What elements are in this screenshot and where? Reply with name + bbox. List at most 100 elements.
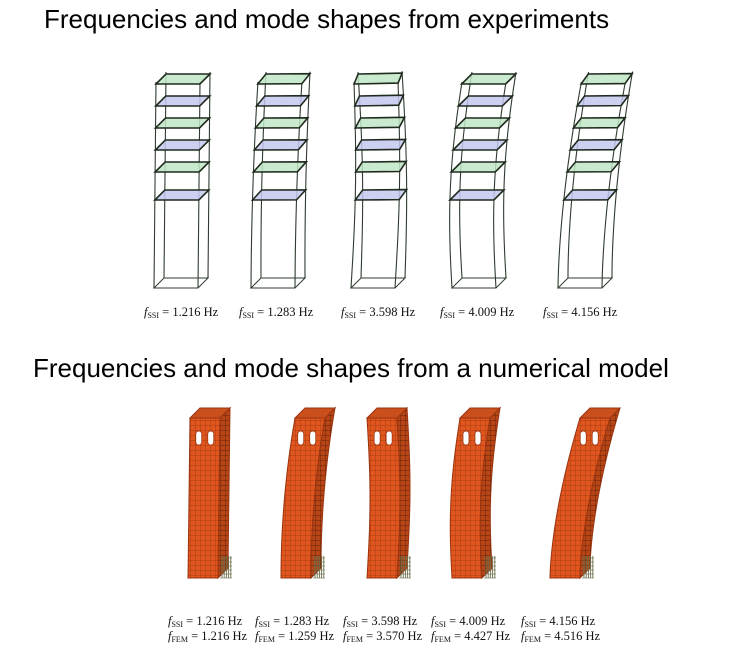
experimental-mode-2 <box>249 71 312 289</box>
tower-mesh <box>281 418 325 578</box>
floor-plate <box>254 94 311 107</box>
column-line <box>394 81 401 289</box>
tower-top <box>458 407 502 419</box>
floor-plate <box>562 189 619 201</box>
belfry-opening <box>297 430 305 446</box>
floor-plate <box>449 161 508 173</box>
column-line <box>304 71 311 279</box>
experiments-title: Frequencies and mode shapes from experim… <box>44 4 610 34</box>
floor-plate <box>453 117 512 129</box>
experimental-mode-5 <box>556 71 634 289</box>
exp-frequency-label: fSSI = 1.283 Hz <box>239 305 314 320</box>
floor-plate <box>575 94 631 107</box>
belfry-opening <box>373 430 381 446</box>
floor-plate <box>565 160 622 173</box>
belfry-opening <box>591 430 599 446</box>
column-line <box>153 81 157 289</box>
ssi-frequency-label: fSSI = 4.009 Hz <box>431 614 506 629</box>
numerical-frequency-labels: fSSI = 1.216 Hz fSSI = 1.283 Hz fSSI = 3.5… <box>168 614 601 644</box>
floor-plate <box>571 116 627 129</box>
floor-plate <box>252 138 309 151</box>
column-line <box>207 71 211 279</box>
belfry-opening <box>207 430 215 446</box>
tower-mesh <box>550 418 610 578</box>
belfry-opening <box>385 430 393 446</box>
column-line <box>503 71 517 279</box>
fem-frequency-label: fFEM = 1.259 Hz <box>255 629 335 644</box>
base-outline <box>249 277 307 289</box>
column-line <box>601 81 626 289</box>
floor-plate <box>352 72 404 85</box>
floor-plate <box>354 160 408 173</box>
experimental-mode-4 <box>447 71 518 289</box>
floor-plate <box>256 72 312 85</box>
column-line <box>401 71 408 279</box>
floor-plate <box>459 73 518 85</box>
floor-plate <box>152 189 211 201</box>
column-line <box>493 81 507 289</box>
fem-frequency-label: fFEM = 4.516 Hz <box>521 629 601 644</box>
floor-plate <box>250 189 308 201</box>
floor-plate <box>568 138 624 151</box>
experimental-mode-shapes <box>152 71 634 289</box>
fem-frequency-label: fFEM = 1.216 Hz <box>168 629 248 644</box>
tower-top <box>188 407 232 419</box>
numerical-mode-4 <box>449 406 502 580</box>
floor-plate <box>447 189 506 201</box>
floor-plate <box>353 116 406 129</box>
tower-side-face <box>217 406 231 580</box>
ssi-frequency-label: fSSI = 4.156 Hz <box>521 614 596 629</box>
belfry-opening <box>462 430 470 446</box>
floor-plate <box>353 94 405 107</box>
floor-plate <box>353 188 409 201</box>
experimental-frequency-labels: fSSI = 1.216 Hz fSSI = 1.283 Hz fSSI = 3.5… <box>144 305 618 320</box>
base-outline <box>450 277 508 289</box>
numerical-model-title: Frequencies and mode shapes from a numer… <box>33 353 669 383</box>
floor-plate <box>456 95 515 107</box>
floor-plate <box>153 117 212 129</box>
floor-plate <box>153 161 212 173</box>
fem-frequency-label: fFEM = 3.570 Hz <box>343 629 423 644</box>
floor-plate <box>153 95 212 107</box>
column-line <box>611 71 634 279</box>
floor-plate <box>354 138 407 151</box>
column-line <box>197 81 201 289</box>
numerical-mode-5 <box>549 407 622 580</box>
experimental-mode-1 <box>152 71 212 289</box>
numerical-mode-1 <box>187 406 232 580</box>
belfry-opening <box>474 430 482 446</box>
tower-mesh <box>188 418 220 578</box>
numerical-mode-3 <box>365 406 411 580</box>
column-line <box>449 81 463 289</box>
ssi-frequency-label: fSSI = 1.283 Hz <box>255 614 330 629</box>
ssi-frequency-label: fSSI = 3.598 Hz <box>343 614 418 629</box>
belfry-opening <box>195 430 203 446</box>
floor-plate <box>154 73 212 85</box>
floor-plate <box>153 139 212 151</box>
exp-frequency-label: fSSI = 1.216 Hz <box>144 305 219 320</box>
floor-plate <box>451 139 509 151</box>
base-outline <box>152 277 210 289</box>
column-line <box>294 81 303 289</box>
floor-plate <box>579 72 634 85</box>
ssi-frequency-label: fSSI = 1.216 Hz <box>168 614 243 629</box>
column-line <box>350 81 357 289</box>
tower-top <box>365 407 409 419</box>
column-line <box>250 81 259 289</box>
exp-frequency-label: fSSI = 4.156 Hz <box>543 305 618 320</box>
belfry-opening <box>579 430 587 446</box>
exp-frequency-label: fSSI = 4.009 Hz <box>440 305 515 320</box>
floor-plate <box>251 161 309 173</box>
floor-plate <box>253 116 310 129</box>
belfry-opening <box>309 430 317 446</box>
exp-frequency-label: fSSI = 3.598 Hz <box>341 305 416 320</box>
column-line <box>557 81 582 289</box>
fem-frequency-label: fFEM = 4.427 Hz <box>431 629 511 644</box>
base-outline <box>556 277 614 289</box>
tower-mesh <box>367 418 400 578</box>
tower-top <box>293 407 337 419</box>
tower-top <box>578 407 622 419</box>
numerical-mode-shapes <box>187 406 622 580</box>
base-outline <box>349 277 407 289</box>
